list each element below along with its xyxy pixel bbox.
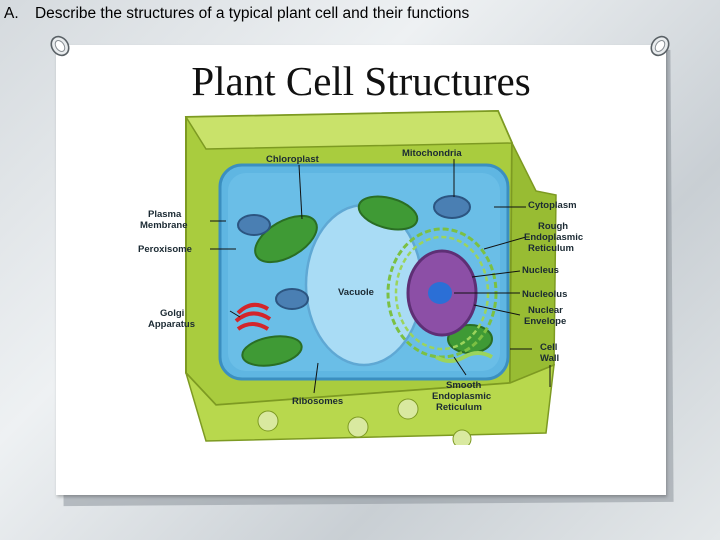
label-vacuole: Vacuole xyxy=(338,287,374,298)
label-golgi-1: Golgi xyxy=(160,308,184,319)
slide-heading: A. Describe the structures of a typical … xyxy=(4,5,469,23)
mitochondria xyxy=(237,195,471,310)
heading-text: Describe the structures of a typical pla… xyxy=(34,5,470,22)
label-plasma-2: Membrane xyxy=(140,220,188,231)
plant-cell-diagram: Chloroplast Mitochondria Cytoplasm Plasm… xyxy=(138,109,583,445)
pushpin-right-icon xyxy=(650,35,670,57)
label-rough-er-1: Rough xyxy=(538,221,568,232)
label-rough-er-2: Endoplasmic xyxy=(524,232,583,243)
label-chloroplast: Chloroplast xyxy=(266,154,320,165)
label-smooth-er-3: Reticulum xyxy=(436,402,482,413)
label-smooth-er-1: Smooth xyxy=(446,380,482,391)
label-cytoplasm: Cytoplasm xyxy=(528,200,577,211)
label-ribosomes: Ribosomes xyxy=(292,396,343,407)
pushpin-left-icon xyxy=(50,35,70,57)
label-plasma-1: Plasma xyxy=(148,209,182,220)
leader-lines xyxy=(210,159,551,394)
heading-marker: A. xyxy=(4,5,19,22)
label-nuclear-envelope-1: Nuclear xyxy=(528,305,563,316)
label-cell-wall-1: Cell xyxy=(540,342,557,353)
label-nucleolus: Nucleolus xyxy=(522,289,567,300)
label-rough-er-3: Reticulum xyxy=(528,243,574,254)
label-peroxisome: Peroxisome xyxy=(138,244,192,255)
chloroplasts xyxy=(241,195,493,367)
label-nucleus: Nucleus xyxy=(522,265,559,276)
golgi-apparatus xyxy=(234,302,272,331)
label-smooth-er-2: Endoplasmic xyxy=(432,391,491,402)
label-golgi-2: Apparatus xyxy=(148,319,195,330)
smooth-er xyxy=(435,351,493,363)
label-mitochondria: Mitochondria xyxy=(402,148,462,159)
slide-title: Plant Cell Structures xyxy=(191,58,531,104)
label-cell-wall-2: Wall xyxy=(540,353,559,364)
label-nuclear-envelope-2: Envelope xyxy=(524,316,566,327)
